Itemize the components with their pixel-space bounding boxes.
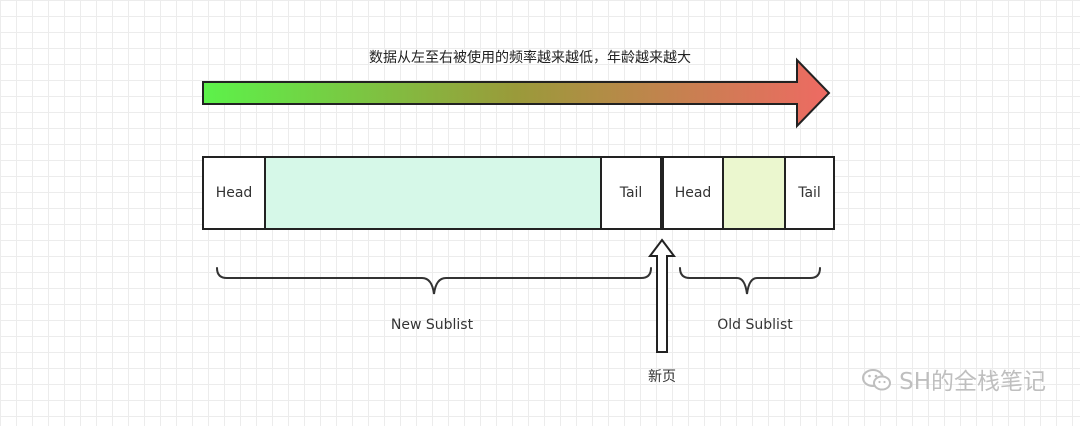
new-sublist-brace <box>216 267 652 295</box>
watermark-text: SH的全栈笔记 <box>899 369 1046 395</box>
new-page-label: 新页 <box>648 369 676 385</box>
wechat-icon <box>861 369 891 391</box>
watermark: SH的全栈笔记 <box>861 362 1046 396</box>
new-sublist-label: New Sublist <box>390 317 474 333</box>
frequency-gradient-arrow <box>202 57 831 129</box>
new-page-insert-arrow <box>648 238 676 353</box>
new-sublist-head-cell: Head <box>202 156 266 230</box>
old-sublist-brace <box>679 267 821 295</box>
new-sublist-tail-cell: Tail <box>600 156 662 230</box>
old-sublist-label: Old Sublist <box>717 317 793 333</box>
old-sublist-tail-cell: Tail <box>784 156 835 230</box>
caption-text: 数据从左至右被使用的频率越来越低，年龄越来越大 <box>369 50 691 66</box>
